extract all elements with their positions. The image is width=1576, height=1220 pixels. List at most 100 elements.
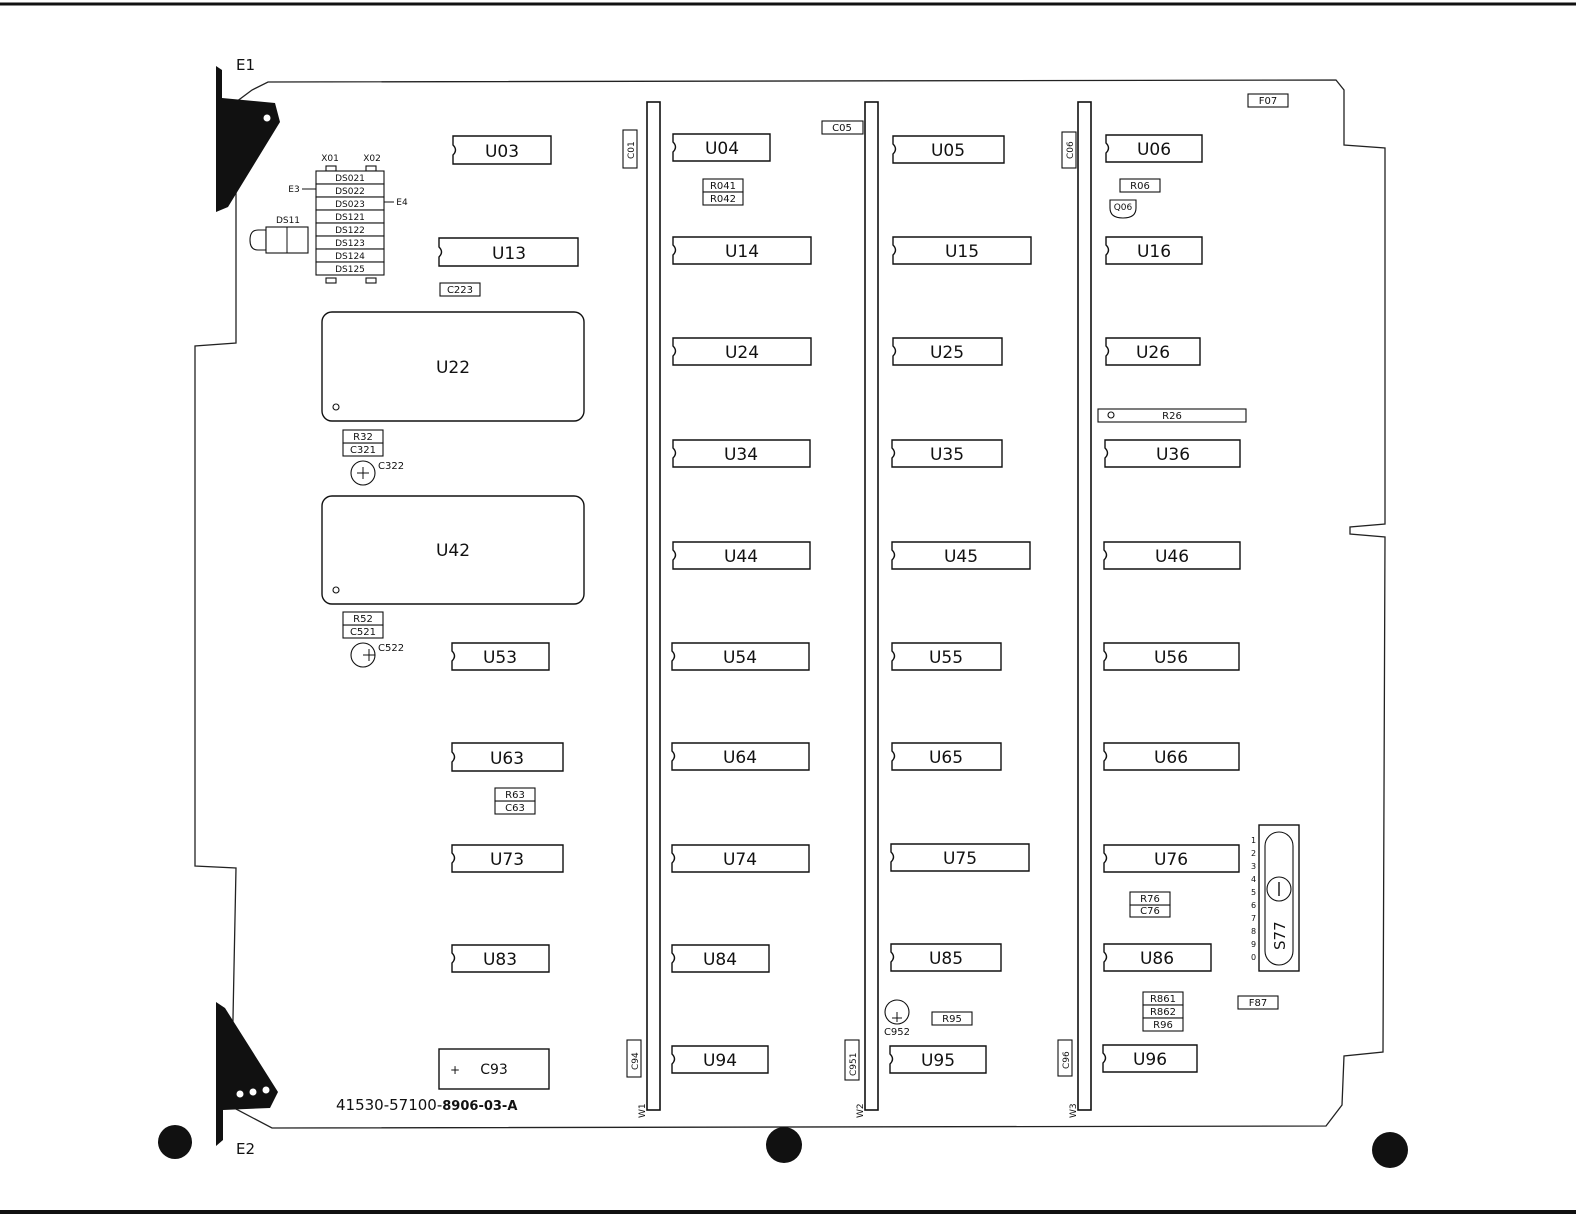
ic-u86: U86 (1103, 943, 1212, 972)
ic-u73: U73 (451, 844, 564, 873)
ic-u25: U25 (892, 337, 1003, 366)
svg-text:C96: C96 (1062, 1051, 1072, 1069)
test-point-e4-label: E4 (396, 198, 408, 208)
ic-u03-label: U03 (485, 142, 519, 162)
svg-text:F07: F07 (1259, 96, 1277, 107)
ic-u26: U26 (1105, 337, 1201, 366)
svg-text:R041: R041 (710, 181, 736, 192)
ic-u22-label: U22 (436, 358, 470, 378)
edge-label-bottom: E2 (236, 1140, 255, 1158)
ic-u06-label: U06 (1137, 140, 1171, 160)
ejector-bottom-hole-3 (262, 1086, 270, 1094)
ic-u85-label: U85 (929, 949, 963, 969)
led-ds123: DS123 (335, 239, 365, 249)
lamp-ds11: DS11 (249, 216, 309, 254)
capacitor-c93: + C93 (438, 1048, 550, 1090)
svg-text:0: 0 (1251, 953, 1256, 962)
ic-u83: U83 (451, 944, 550, 973)
ic-u83-label: U83 (483, 950, 517, 970)
resistor-r041: R041 (702, 178, 744, 193)
ic-u86-label: U86 (1140, 949, 1174, 969)
led-block: X01 X02 DS021 DS022 DS023 DS121 DS122 DS… (288, 154, 408, 284)
resistor-r63: R63 (494, 787, 536, 802)
svg-text:7: 7 (1251, 914, 1256, 923)
ic-u66-label: U66 (1154, 748, 1188, 768)
ic-u42: U42 (321, 495, 585, 605)
resistor-r06: R06 (1119, 178, 1161, 193)
svg-text:6: 6 (1251, 901, 1256, 910)
edge-label-top: E1 (236, 56, 255, 74)
ejector-bottom-hole-2 (249, 1088, 257, 1096)
resistor-r95: R95 (931, 1011, 973, 1026)
ic-u85: U85 (890, 943, 1002, 972)
ejector-bottom (216, 1002, 278, 1146)
ic-u75: U75 (890, 843, 1030, 872)
resistor-r32: R32 (342, 429, 384, 444)
ic-u46: U46 (1103, 541, 1241, 570)
svg-text:C321: C321 (350, 445, 376, 456)
svg-text:C93: C93 (480, 1062, 508, 1078)
ic-u75-label: U75 (943, 849, 977, 869)
dip-switch-position-numbers: 1 2 3 4 5 6 7 8 9 0 (1251, 836, 1256, 962)
ic-u76: U76 (1103, 844, 1240, 873)
svg-text:R26: R26 (1162, 411, 1182, 422)
svg-text:R06: R06 (1130, 181, 1150, 192)
ic-u34-label: U34 (724, 445, 758, 465)
svg-text:DS11: DS11 (276, 216, 300, 226)
ic-u56-label: U56 (1154, 648, 1188, 668)
svg-text:5: 5 (1251, 888, 1256, 897)
svg-text:C951: C951 (849, 1053, 859, 1076)
svg-text:+: + (450, 1063, 460, 1077)
ic-u35: U35 (891, 439, 1003, 468)
test-point-e3-label: E3 (288, 185, 299, 195)
ic-u05: U05 (892, 135, 1005, 164)
jumper-rail-w2 (864, 101, 879, 1111)
ic-u53: U53 (451, 642, 550, 671)
jumper-label-w3: W3 (1069, 1103, 1079, 1118)
svg-text:R96: R96 (1153, 1020, 1173, 1031)
ic-u84: U84 (671, 944, 770, 973)
ic-u63: U63 (451, 742, 564, 772)
ic-u45: U45 (891, 541, 1031, 570)
ic-u95-label: U95 (921, 1051, 955, 1071)
svg-text:R861: R861 (1150, 994, 1176, 1005)
transistor-q06: Q06 (1109, 199, 1137, 219)
ic-u44-label: U44 (724, 547, 758, 567)
jumper-rail-w3 (1077, 101, 1092, 1111)
ic-u16-label: U16 (1137, 242, 1171, 262)
ic-u53-label: U53 (483, 648, 517, 668)
resistor-r042: R042 (702, 191, 744, 206)
ic-u63-label: U63 (490, 749, 524, 769)
ic-u04: U04 (672, 133, 771, 162)
svg-text:C522: C522 (378, 643, 404, 654)
ic-u42-label: U42 (436, 541, 470, 561)
ic-u34: U34 (672, 439, 811, 468)
ic-u13-label: U13 (492, 244, 526, 264)
ic-u14-label: U14 (725, 242, 759, 262)
svg-text:9: 9 (1251, 940, 1256, 949)
ic-u54: U54 (671, 642, 810, 671)
svg-text:3: 3 (1251, 862, 1256, 871)
led-ds023: DS023 (335, 200, 365, 210)
svg-text:1: 1 (1251, 836, 1256, 845)
registration-dot-center (766, 1127, 802, 1163)
svg-text:C05: C05 (832, 123, 852, 134)
dip-switch-s77: S77 (1258, 824, 1300, 972)
svg-text:8: 8 (1251, 927, 1256, 936)
led-ds121: DS121 (335, 213, 365, 223)
svg-text:R76: R76 (1140, 894, 1160, 905)
connector-x01-label: X01 (321, 154, 339, 164)
svg-text:R862: R862 (1150, 1007, 1176, 1018)
ic-u54-label: U54 (723, 648, 757, 668)
led-ds122: DS122 (335, 226, 365, 236)
capacitor-c952: C952 (884, 999, 910, 1038)
capacitor-c951: C951 (844, 1039, 860, 1081)
ic-u36-label: U36 (1156, 445, 1190, 465)
fuse-f87: F87 (1237, 995, 1279, 1010)
ic-u95: U95 (889, 1045, 987, 1074)
svg-text:C223: C223 (447, 285, 473, 296)
capacitor-c05: C05 (821, 120, 864, 135)
svg-text:4: 4 (1251, 875, 1256, 884)
jumper-label-w2: W2 (856, 1103, 866, 1118)
capacitor-c01: C01 (622, 129, 638, 169)
